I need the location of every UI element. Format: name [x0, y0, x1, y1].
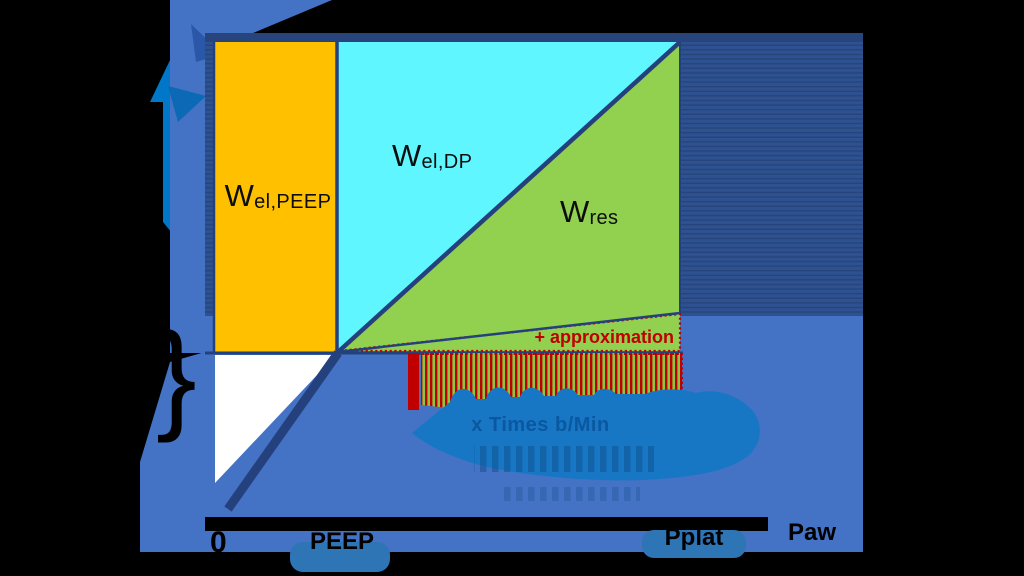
peep-label-patch: [290, 542, 390, 572]
left-brace: }: [156, 307, 197, 443]
wres-symbol: W: [560, 194, 590, 229]
wres-label: Wres: [560, 194, 618, 230]
secondary-diagonal: [337, 311, 681, 354]
diagonal-extension-band: [224, 350, 342, 512]
red-bar: [408, 353, 419, 410]
wel-peep-subscript: el,PEEP: [254, 191, 332, 213]
callout-masked-text-row: [474, 446, 654, 472]
wel-dp-subscript: el,DP: [421, 151, 473, 173]
approximation-label: + approximation: [534, 327, 674, 347]
wel-peep-label: Wel,PEEP: [222, 178, 334, 214]
wres-subscript: res: [589, 207, 619, 229]
panel-top-wedge: [215, 0, 332, 36]
x-axis-band: [205, 517, 768, 531]
white-triangle: [215, 355, 336, 483]
wel-dp-symbol: W: [392, 138, 422, 173]
axis-paw-label: Paw: [787, 519, 837, 546]
axis-peep-label: PEEP: [309, 528, 375, 555]
striped-backdrop-top-band: [205, 33, 863, 42]
wel-dp-label: Wel,DP: [392, 138, 472, 174]
axis-origin-label: 0: [210, 526, 227, 559]
wel-peep-area: [215, 42, 336, 352]
wel-peep-symbol: W: [224, 178, 255, 213]
compliance-diagonal: [336, 40, 682, 354]
axis-pplat-label: Pplat: [664, 524, 724, 551]
faint-text-row: [500, 487, 640, 501]
callout-text: x Times b/Min: [471, 414, 610, 436]
arrowhead-artifact: [168, 86, 206, 122]
pplat-label-patch: [642, 530, 746, 558]
